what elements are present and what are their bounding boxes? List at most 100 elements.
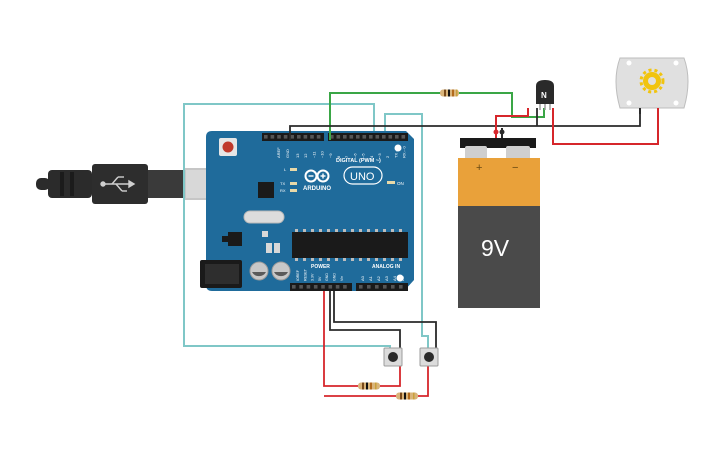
power-pin-label: GND xyxy=(325,273,329,281)
digital-pin-label: ~11 xyxy=(311,151,316,158)
microcontroller-chip xyxy=(292,232,408,258)
power-pin-label: GND xyxy=(333,273,337,281)
resistor-top[interactable] xyxy=(440,89,459,97)
chip-pin xyxy=(359,229,362,232)
analog-header[interactable] xyxy=(356,283,408,291)
power-header[interactable] xyxy=(290,283,352,291)
header-pin xyxy=(388,135,393,139)
motor-gear-icon xyxy=(639,68,665,94)
power-pin-label: Vin xyxy=(340,276,344,281)
wire-green[interactable] xyxy=(329,92,545,140)
analog-label: ANALOG IN xyxy=(372,264,400,270)
header-pin xyxy=(330,135,334,139)
power-pin-label: RESET xyxy=(303,268,307,281)
header-pin xyxy=(399,285,403,289)
header-pin xyxy=(306,285,311,289)
digital-label: DIGITAL (PWM ~) xyxy=(336,158,381,164)
chip-pin xyxy=(311,229,314,232)
battery-minus: − xyxy=(512,162,518,174)
wire-red-btn1[interactable] xyxy=(380,366,401,387)
header-pin xyxy=(356,135,360,139)
header-pin xyxy=(290,135,294,139)
wire-cyan-right[interactable] xyxy=(384,113,429,352)
mount-hole xyxy=(396,274,404,282)
header-pin xyxy=(264,135,268,139)
resistor-button-1[interactable] xyxy=(358,382,380,390)
header-pin xyxy=(375,135,380,139)
chip-pin xyxy=(303,258,306,261)
header-pin xyxy=(297,135,301,139)
digital-pin-label: 7 xyxy=(344,155,349,158)
power-label: POWER xyxy=(311,264,330,270)
chip-pin xyxy=(367,258,370,261)
battery-voltage: 9V xyxy=(481,235,510,261)
header-pin xyxy=(349,135,354,139)
voltage-regulator xyxy=(222,231,268,246)
chip-pin xyxy=(319,258,322,261)
battery-9v[interactable] xyxy=(458,138,540,308)
digital-pin-label: ~9 xyxy=(328,153,333,158)
wire-cyan-left[interactable] xyxy=(183,103,391,352)
uno-model: UNO xyxy=(350,171,375,183)
push-button-2[interactable] xyxy=(419,347,439,367)
rx-led-label: RX xyxy=(280,188,286,193)
chip-pin xyxy=(359,258,362,261)
header-pin xyxy=(382,135,386,139)
push-button-1[interactable] xyxy=(383,347,403,367)
header-pin xyxy=(316,135,321,139)
wire-red-btn2[interactable] xyxy=(418,366,429,397)
header-pin xyxy=(375,285,379,289)
header-pin xyxy=(328,285,333,289)
header-pin xyxy=(391,285,395,289)
digital-pin-label: ~10 xyxy=(320,150,325,158)
header-pin xyxy=(321,285,325,289)
npn-transistor[interactable] xyxy=(536,80,554,110)
chip-pin xyxy=(295,258,298,261)
header-pin xyxy=(359,285,363,289)
wire-black-gnd[interactable] xyxy=(289,108,641,140)
status-leds xyxy=(290,168,297,192)
header-pin xyxy=(369,135,373,139)
chip-pin xyxy=(319,229,322,232)
chip-pin xyxy=(343,258,346,261)
chip-pin xyxy=(335,229,338,232)
digital-pin-label: 13 xyxy=(295,153,300,158)
mount-hole xyxy=(394,144,402,152)
power-jack[interactable] xyxy=(200,260,242,288)
wire-red-battery-transistor[interactable] xyxy=(495,108,529,140)
digital-pin-label: 12 xyxy=(303,153,308,158)
digital-pin-label: 4 xyxy=(369,155,374,158)
chip-pin xyxy=(303,229,306,232)
chip-pin xyxy=(335,258,338,261)
header-pin xyxy=(401,135,406,139)
reset-button[interactable] xyxy=(219,138,237,156)
header-pin xyxy=(277,135,281,139)
resistor-button-2[interactable] xyxy=(396,392,418,400)
digital-pin-label: ~6 xyxy=(352,153,357,158)
l-led-label: L xyxy=(284,167,287,172)
smd-capacitor xyxy=(274,243,280,253)
chip-pin xyxy=(351,229,354,232)
gnd-pin-label: GND xyxy=(285,149,290,158)
wire-red-5v[interactable] xyxy=(323,291,396,397)
wire-red-motor[interactable] xyxy=(552,108,659,145)
wire-black-btn2[interactable] xyxy=(333,291,437,350)
usb-icon xyxy=(100,176,136,192)
header-pin xyxy=(299,285,303,289)
header-pin xyxy=(343,285,347,289)
analog-pin-label: A5 xyxy=(400,275,405,281)
wire-black-btn1[interactable] xyxy=(329,291,401,350)
aref-label: AREF xyxy=(276,147,281,158)
chip-pin xyxy=(351,258,354,261)
analog-pin-label: A3 xyxy=(384,275,389,281)
electrolytic-capacitor xyxy=(249,261,269,281)
digital-pin-label: ~5 xyxy=(361,153,366,158)
chip-pin xyxy=(367,229,370,232)
header-pin xyxy=(313,285,318,289)
power-pin-label: IOREF xyxy=(296,269,300,281)
electrolytic-capacitor xyxy=(271,261,291,281)
digital-pin-label: 8 xyxy=(336,155,341,158)
header-pin xyxy=(395,135,399,139)
tx-led-label: TX xyxy=(280,181,285,186)
